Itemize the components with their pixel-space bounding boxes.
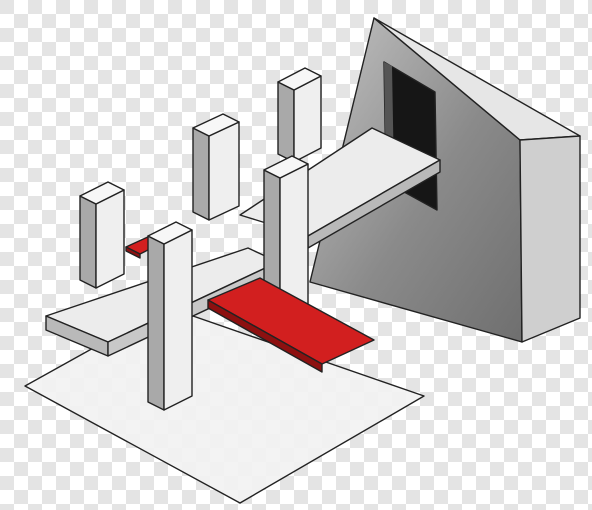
column-face-front [277,81,295,163]
column-face-front [192,127,210,221]
block-side-face [519,135,581,343]
column-face-top [192,113,240,137]
column-face-top [79,181,125,205]
column-face-front [79,195,97,289]
column-face-right [95,189,125,289]
column-face-top [147,221,193,245]
column-back-left [79,181,125,289]
column-face-right [163,229,193,411]
column-face-right [208,121,240,221]
column-face-front [147,235,165,411]
red-slab-large [207,277,375,373]
column-front-left [147,221,193,411]
column-face-top [263,155,309,179]
column-face-top [277,67,322,91]
column-back-right [277,67,322,163]
column-back-middle [192,113,240,221]
red-slab-large-edge [207,299,323,373]
red-slab-small-edge [125,246,141,259]
column-face-right [293,75,322,163]
